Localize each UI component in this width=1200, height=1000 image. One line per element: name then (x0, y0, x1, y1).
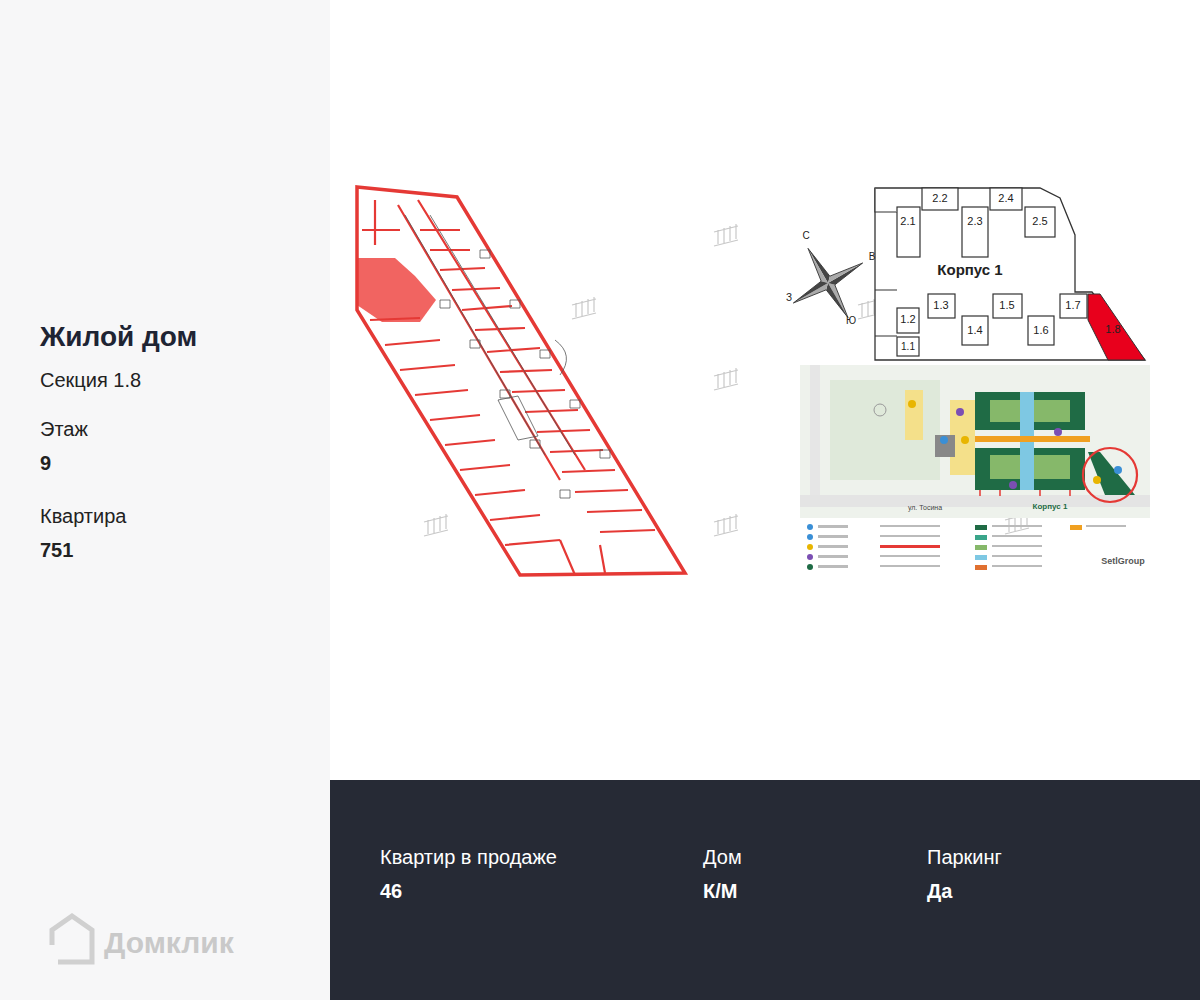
field-label: Этаж (40, 417, 88, 441)
section-label: 1.1 (901, 341, 915, 353)
brand-label: SetlGroup (1101, 556, 1145, 567)
section-label: 1.5 (999, 299, 1014, 312)
info-bar (330, 780, 1200, 1000)
section-label: 2.1 (900, 215, 915, 228)
compass-letter: В (869, 251, 876, 263)
section-label: 1.4 (967, 324, 982, 337)
site-label: Корпус 1 (1033, 502, 1068, 512)
section-label: 1.3 (933, 299, 948, 312)
field-label: Паркинг (927, 845, 1002, 869)
compass-letter: С (802, 230, 809, 242)
section-label: 1.7 (1065, 299, 1080, 312)
logo-icon (52, 916, 92, 962)
section-label: 1.8 (1105, 323, 1120, 336)
field-label: Секция 1.8 (40, 368, 141, 392)
key-plan (875, 188, 1145, 360)
field-label: Квартир в продаже (380, 845, 557, 869)
section-label: 2.5 (1032, 215, 1047, 228)
section-label: 2.2 (932, 192, 947, 205)
page-title: Жилой дом (40, 320, 197, 354)
section-label: 1.2 (900, 313, 915, 326)
field-value: К/М (703, 879, 737, 903)
section-label: 2.3 (967, 215, 982, 228)
street-label: ул. Тосина (908, 504, 942, 512)
field-value: Да (927, 879, 952, 903)
section-label: 2.4 (998, 192, 1013, 205)
field-value: 46 (380, 879, 402, 903)
field-label: Квартира (40, 504, 126, 528)
compass-letter: З (786, 292, 792, 304)
field-value: 751 (40, 538, 73, 562)
site-plan (800, 365, 1150, 570)
section-label: 1.6 (1033, 324, 1048, 337)
field-label: Дом (703, 845, 742, 869)
side-panel (0, 0, 330, 1000)
field-value: 9 (40, 451, 51, 475)
building-label: Корпус 1 (937, 261, 1002, 279)
compass-letter: Ю (846, 315, 856, 327)
compass (773, 228, 882, 337)
floor-plan (357, 187, 685, 575)
watermark: Домклик (104, 925, 234, 961)
